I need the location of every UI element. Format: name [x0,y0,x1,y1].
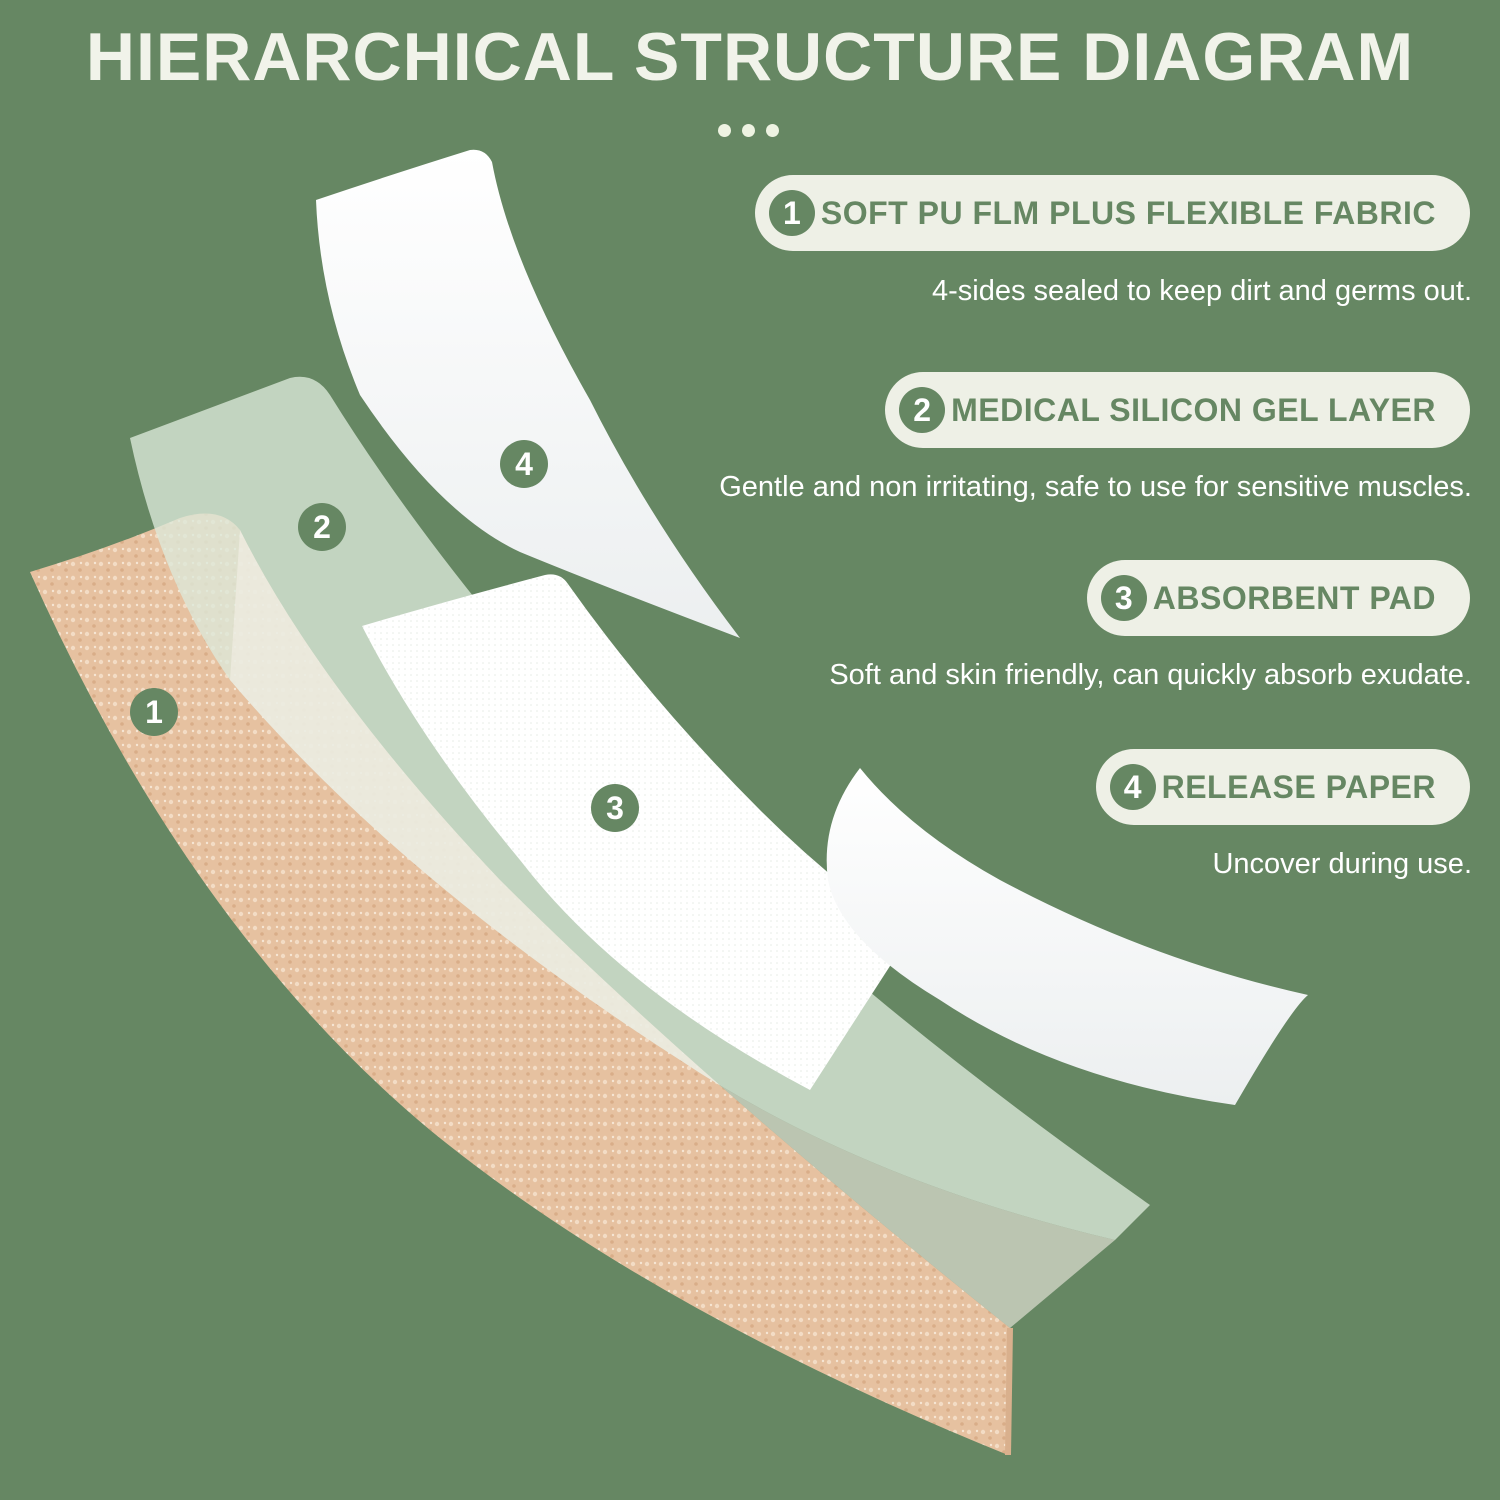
legend-label-1: SOFT PU FLM PLUS FLEXIBLE FABRIC [820,194,1436,231]
legend-label-4: RELEASE PAPER [1161,768,1436,805]
legend-description-3: Soft and skin friendly, can quickly abso… [829,659,1472,691]
legend-pill-layer-3: 3 ABSORBENT PAD [1086,560,1470,636]
legend-description-2: Gentle and non irritating, safe to use f… [719,471,1472,503]
legend-pill-layer-4: 4 RELEASE PAPER [1095,749,1470,825]
gel-layer-overlap [230,530,1115,1328]
marker-layer-4: 4 [500,440,548,488]
legend-description-1: 4-sides sealed to keep dirt and germs ou… [931,275,1472,307]
fabric-layer-shape [30,513,1010,1455]
release-paper-top-shape [316,149,740,638]
page-title: HIERARCHICAL STRUCTURE DIAGRAM [85,19,1415,95]
legend-number-1: 1 [768,190,815,236]
legend-label-2: MEDICAL SILICON GEL LAYER [951,391,1436,428]
legend-label-3: ABSORBENT PAD [1152,579,1436,616]
marker-layer-1: 1 [130,688,178,736]
legend-number-4: 4 [1109,764,1156,810]
release-paper-bottom-shape [826,768,1308,1105]
fabric-layer-edge [1005,1327,1013,1456]
legend-number-2: 2 [899,387,946,433]
legend-pill-layer-1: 1 SOFT PU FLM PLUS FLEXIBLE FABRIC [754,175,1470,251]
marker-layer-2: 2 [298,503,346,551]
decorative-dots [718,124,790,142]
absorbent-pad-shape [362,574,910,1090]
legend-number-3: 3 [1100,575,1147,621]
legend-pill-layer-2: 2 MEDICAL SILICON GEL LAYER [885,372,1470,448]
legend-description-4: Uncover during use. [1212,848,1472,880]
marker-layer-3: 3 [591,784,639,832]
